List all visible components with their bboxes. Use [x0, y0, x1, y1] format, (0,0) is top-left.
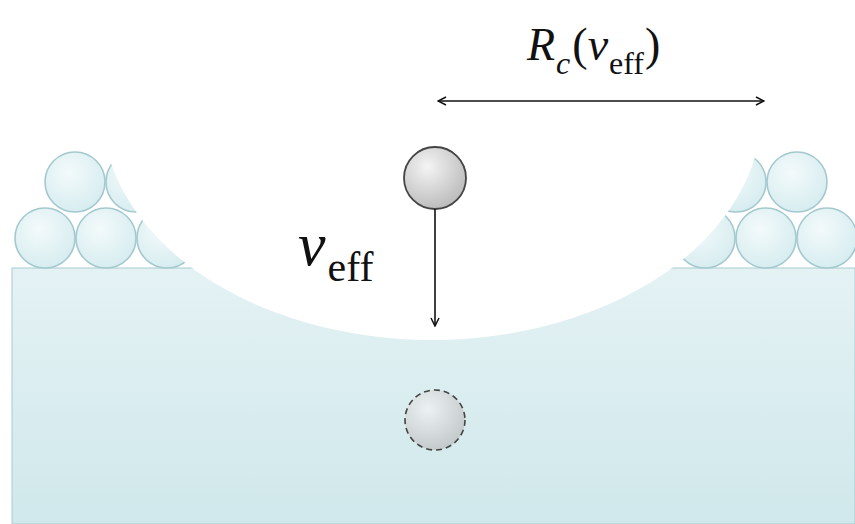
velocity-symbol: v [298, 213, 326, 275]
paren: ( [572, 22, 587, 68]
crater [102, 0, 762, 340]
velocity-subscript: eff [328, 246, 374, 288]
radius-subscript: c [556, 47, 570, 79]
velocity-arrow [434, 209, 436, 326]
paren: ) [645, 22, 660, 68]
radius-symbol: R [527, 22, 555, 68]
velocity-symbol: v [588, 22, 608, 68]
velocity-subscript: eff [609, 47, 644, 79]
radius-arrow [438, 100, 764, 102]
buried-projectile [405, 390, 465, 450]
projectile [404, 147, 466, 209]
